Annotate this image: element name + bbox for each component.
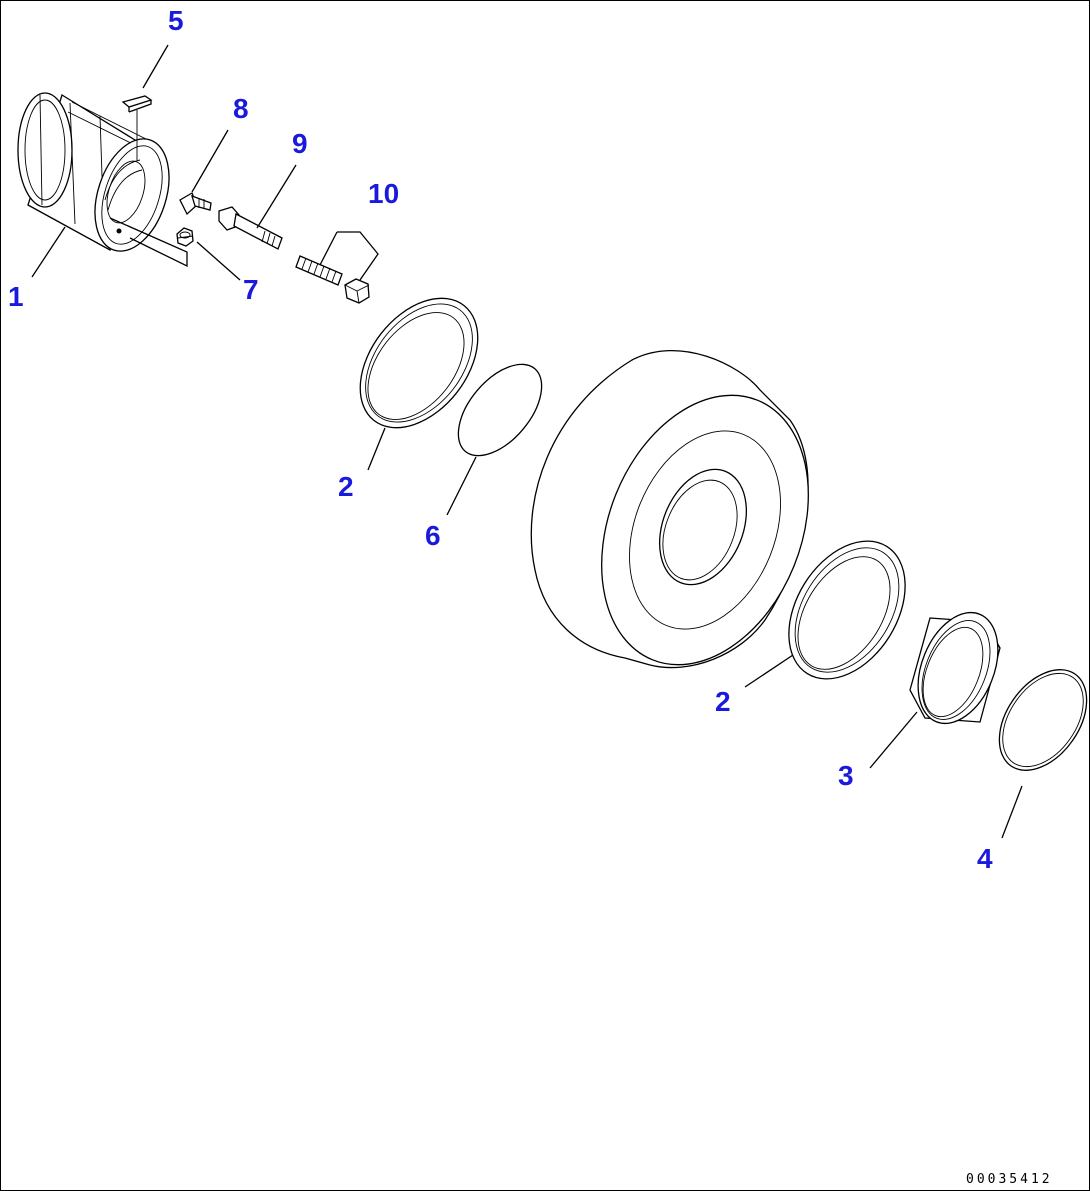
callout-9: 9 [292,128,308,159]
callout-2-lower: 2 [715,686,731,717]
callout-3: 3 [838,760,854,791]
part-10-stud-and-nut [295,255,370,304]
part-2-side-ring-upper [359,297,479,429]
callout-4: 4 [977,843,993,874]
callout-10: 10 [368,178,399,209]
part-2-side-ring-lower [788,540,906,680]
callout-2-upper: 2 [338,471,354,502]
callout-6: 6 [425,520,441,551]
part-3-lock-ring [909,611,1001,725]
part-9-bolt [218,206,283,250]
part-6-flap [457,363,543,457]
part-7-valve-nut [176,227,194,247]
part-4-o-ring [998,669,1088,771]
tire [530,350,809,669]
part-1-wheel-rim [17,92,188,268]
part-5-lock-key [121,95,153,160]
leader-lines [31,44,1023,839]
callout-7: 7 [243,274,259,305]
part-8-valve [179,192,212,216]
callout-5: 5 [168,5,184,36]
callout-8: 8 [233,93,249,124]
drawing-number: 00035412 [966,1172,1053,1187]
callout-1: 1 [8,281,24,312]
